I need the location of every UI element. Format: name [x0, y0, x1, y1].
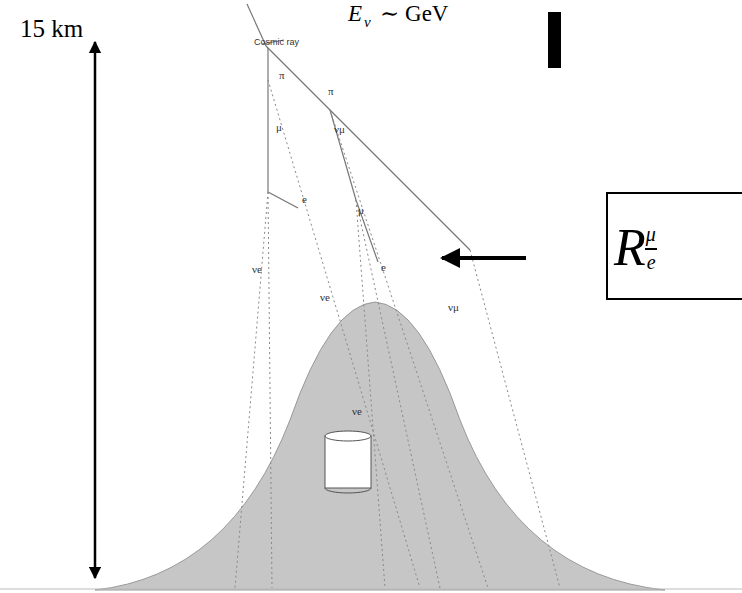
- particle-label: νμ: [334, 124, 345, 135]
- particle-label: νe: [252, 264, 262, 275]
- height-arrow: [94, 42, 97, 578]
- height-label: 15 km: [20, 16, 83, 41]
- particle-label: e: [302, 194, 307, 205]
- particle-label: μ: [276, 122, 282, 133]
- ratio-subscript: e: [647, 252, 656, 272]
- particle-label: π: [279, 70, 285, 81]
- energy-symbol: E: [348, 2, 362, 25]
- fraction-bar: [645, 248, 657, 250]
- ratio-subscript: μ: [646, 224, 656, 244]
- neutrino-tracks: [235, 80, 560, 588]
- particle-label: νe: [320, 292, 330, 303]
- mountain: [95, 302, 665, 590]
- particle-label: μ: [358, 205, 364, 216]
- black-bar: [548, 12, 561, 68]
- energy-value: ∼ GeV: [380, 2, 448, 25]
- pointer-arrow: [442, 256, 526, 260]
- detector-cylinder: [325, 431, 371, 493]
- ratio-symbol: R: [614, 222, 646, 274]
- track-label: Cosmic ray: [254, 38, 299, 47]
- particle-label: π: [328, 86, 334, 97]
- particle-label: e: [381, 262, 386, 273]
- ground-line: [0, 589, 742, 590]
- shower-tracks: [247, 4, 470, 262]
- ratio-box: Rμe: [606, 192, 742, 300]
- particle-label: νμ: [448, 302, 459, 313]
- energy-subscript: ν: [364, 15, 371, 30]
- particle-label: νe: [352, 406, 362, 417]
